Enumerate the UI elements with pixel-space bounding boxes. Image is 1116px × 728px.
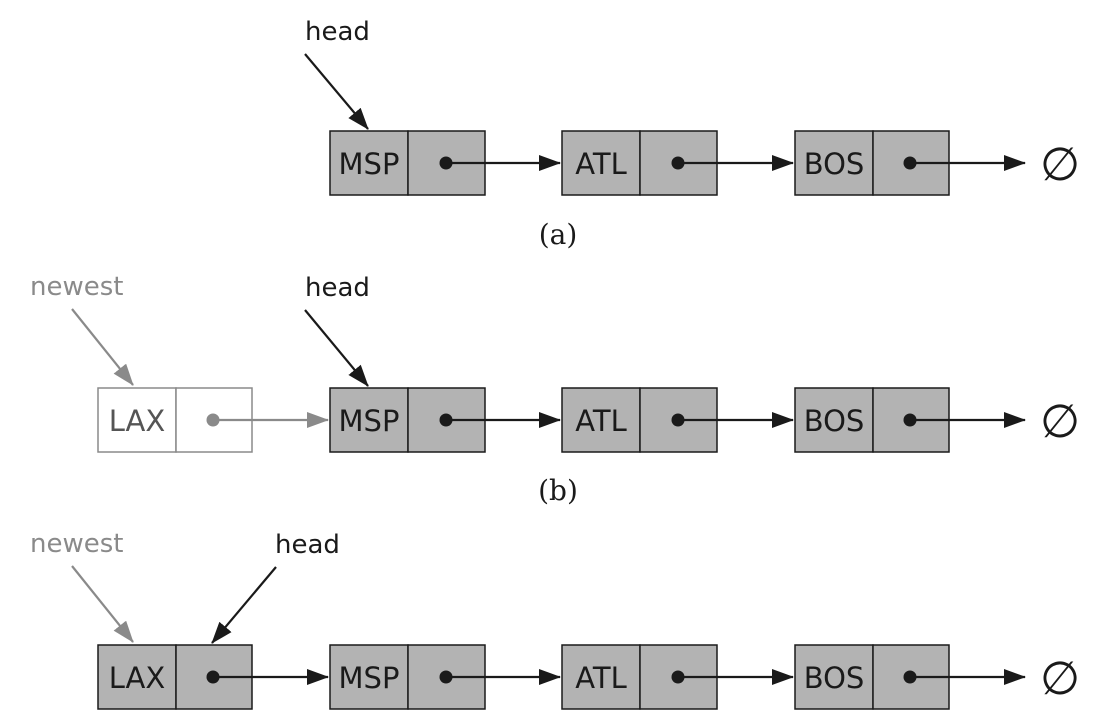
node-atl-label: ATL xyxy=(575,147,626,181)
head-pointer-label: head xyxy=(305,273,370,303)
node-msp-label: MSP xyxy=(339,661,400,695)
node-msp-label: MSP xyxy=(339,147,400,181)
head-pointer-arrow xyxy=(211,566,277,644)
null-symbol: ∅ xyxy=(1040,651,1080,705)
newest-pointer-arrow xyxy=(71,565,134,643)
newest-pointer-arrow xyxy=(71,308,134,386)
head-pointer-arrow xyxy=(304,309,369,387)
panel-c: newest head LAX MSP ATL BOS xyxy=(30,529,1080,710)
null-symbol: ∅ xyxy=(1040,137,1080,191)
panel-a: head MSP ATL BOS ∅ (a) xyxy=(304,17,1080,251)
head-pointer-arrow xyxy=(304,53,369,130)
node-lax-label: LAX xyxy=(109,661,166,695)
node-atl-label: ATL xyxy=(575,661,626,695)
head-pointer-label: head xyxy=(305,17,370,47)
node-bos: BOS xyxy=(794,644,950,710)
newest-pointer-label: newest xyxy=(30,272,123,302)
node-msp-label: MSP xyxy=(339,404,400,438)
head-pointer-label: head xyxy=(275,530,340,560)
newest-pointer-label: newest xyxy=(30,529,123,559)
null-symbol: ∅ xyxy=(1040,394,1080,448)
node-lax-new: LAX xyxy=(97,387,253,453)
node-lax-label: LAX xyxy=(109,404,166,438)
caption-a: (a) xyxy=(539,218,578,251)
node-msp: MSP xyxy=(329,130,486,196)
node-bos: BOS xyxy=(794,130,950,196)
node-msp: MSP xyxy=(329,644,486,710)
node-bos-label: BOS xyxy=(804,147,865,181)
node-bos-label: BOS xyxy=(804,404,865,438)
panel-b: newest head LAX MSP ATL BOS xyxy=(30,272,1080,507)
node-atl-label: ATL xyxy=(575,404,626,438)
caption-b: (b) xyxy=(538,474,578,507)
node-bos-label: BOS xyxy=(804,661,865,695)
